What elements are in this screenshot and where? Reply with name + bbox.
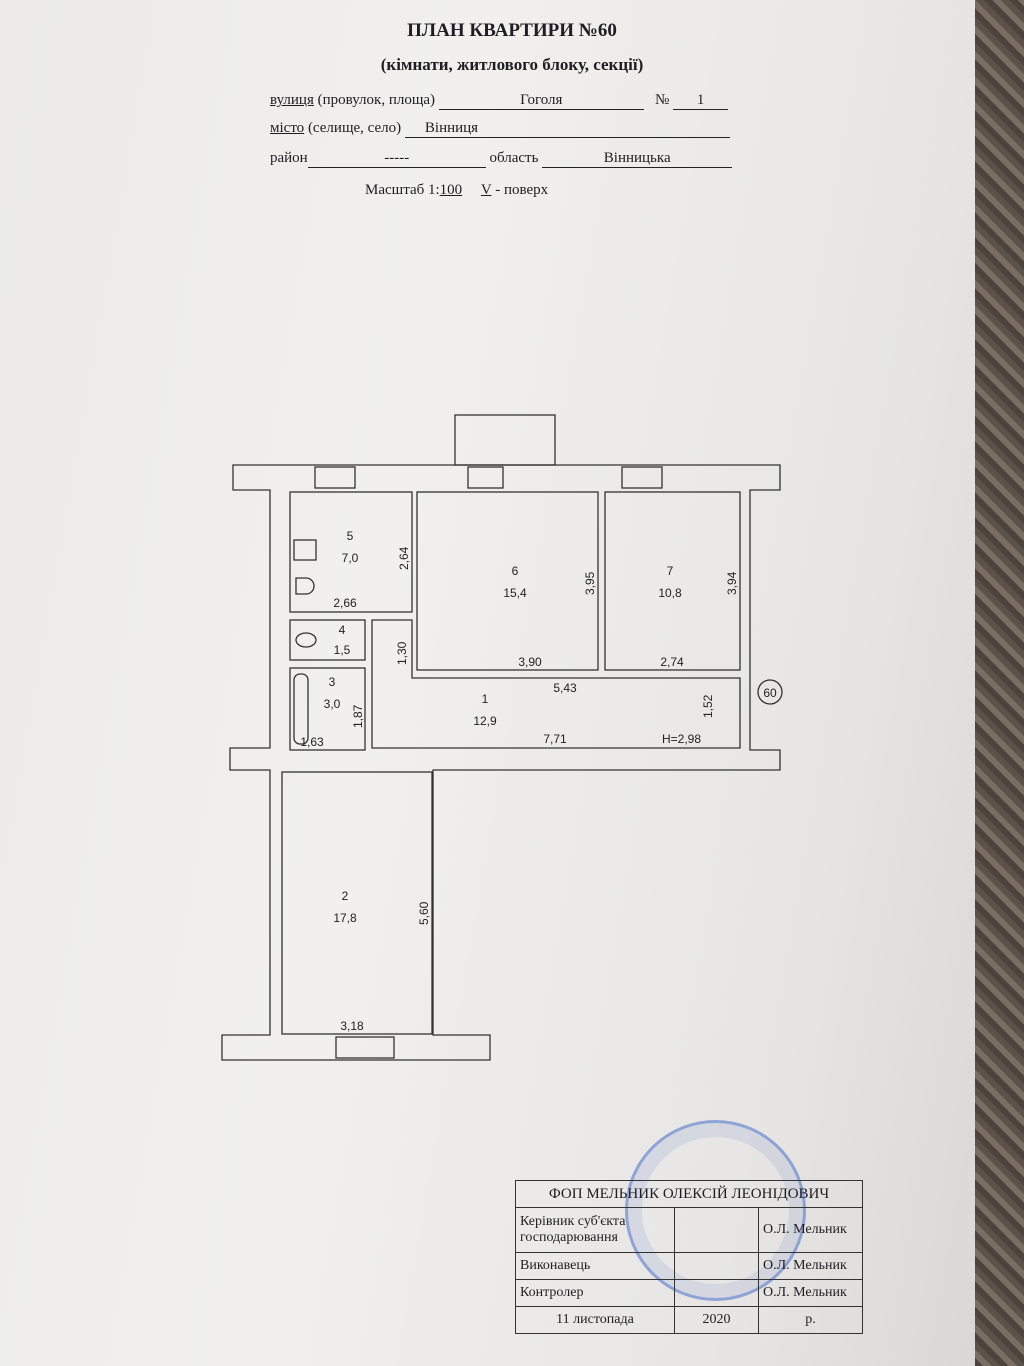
signature-cell	[674, 1279, 759, 1307]
room-area: 3,0	[324, 697, 341, 711]
apartment-marker-label: 60	[763, 686, 777, 700]
window	[335, 1036, 395, 1059]
document-paper	[0, 0, 975, 1366]
dimension: 1,87	[351, 704, 365, 728]
room-7	[604, 491, 741, 671]
room-number: 4	[339, 623, 346, 637]
bathtub-icon	[293, 673, 309, 745]
projection-box	[454, 414, 556, 466]
room-area: 17,8	[333, 911, 357, 925]
signature-table: ФОП МЕЛЬНИК ОЛЕКСІЙ ЛЕОНІДОВИЧ Керівник …	[515, 1180, 863, 1334]
city-row: місто (селище, село) Вінниця	[270, 120, 730, 138]
region-value: Вінницька	[542, 150, 733, 168]
room-number: 1	[482, 692, 489, 706]
stove-icon	[293, 539, 317, 561]
dimension: 5,43	[553, 681, 577, 695]
role-label: Керівник суб'єкта господарювання	[515, 1207, 675, 1253]
dimension: 2,74	[660, 655, 684, 669]
window	[467, 466, 504, 489]
floor-value: V	[480, 182, 492, 198]
room-area: 1,5	[334, 643, 351, 657]
dimension: 3,90	[518, 655, 542, 669]
room-4-toilet	[289, 619, 366, 661]
window	[314, 466, 356, 489]
background-fabric	[975, 0, 1024, 1366]
date-suffix: р.	[758, 1306, 863, 1334]
room-number: 7	[667, 564, 674, 578]
room-number: 5	[347, 529, 354, 543]
scale-value: 100	[439, 182, 463, 198]
dimension: 7,71	[543, 732, 567, 746]
room-number: 6	[512, 564, 519, 578]
dimension: 2,64	[397, 546, 411, 570]
date-year: 2020	[674, 1306, 759, 1334]
room-2	[281, 771, 433, 1035]
room-area: 12,9	[473, 714, 497, 728]
document-subtitle: (кімнати, житлового блоку, секції)	[380, 55, 644, 74]
room-area: 7,0	[342, 551, 359, 565]
date-day: 11 листопада	[515, 1306, 675, 1334]
region-label: область	[489, 150, 539, 166]
district-value: -----	[307, 150, 486, 168]
district-label: район	[270, 150, 308, 166]
floor-label: - поверх	[491, 182, 549, 198]
dimension: 3,18	[340, 1019, 364, 1033]
toilet-icon	[295, 632, 317, 648]
signer-name: О.Л. Мельник	[758, 1207, 863, 1253]
room-area: 10,8	[658, 586, 682, 600]
scale-row: Масштаб 1:100 V - поверх	[365, 182, 548, 199]
room-5-kitchen	[289, 491, 413, 613]
ceiling-height: H=2,98	[662, 732, 701, 746]
street-value: Гоголя	[438, 92, 644, 110]
dimension: 1,63	[300, 735, 324, 749]
document-title: ПЛАН КВАРТИРИ №60	[407, 20, 617, 41]
city-value: Вінниця	[404, 120, 730, 138]
room-6	[416, 491, 599, 671]
dimension: 5,60	[417, 901, 431, 925]
apartment-marker	[757, 679, 783, 705]
sink-icon	[295, 577, 315, 595]
dimension: 3,94	[725, 571, 739, 595]
dimension: 3,95	[583, 571, 597, 595]
room-number: 2	[342, 889, 349, 903]
signer-name: О.Л. Мельник	[758, 1279, 863, 1307]
role-label: Виконавець	[515, 1252, 675, 1280]
room-1-corridor	[371, 619, 741, 749]
window	[621, 466, 663, 489]
city-label: місто	[270, 120, 305, 136]
city-label-hint: (селище, село)	[304, 120, 402, 136]
outer-walls	[221, 464, 781, 1061]
number-label: №	[655, 92, 670, 108]
district-row: район----- область Вінницька	[270, 150, 733, 168]
signer-name: О.Л. Мельник	[758, 1252, 863, 1280]
scale-label: Масштаб 1:	[365, 182, 440, 198]
street-label: вулиця	[270, 92, 314, 108]
dimension: 1,30	[395, 641, 409, 665]
dimension: 1,52	[701, 694, 715, 718]
number-value: 1	[673, 92, 729, 110]
dimension: 2,66	[333, 596, 357, 610]
room-3-bathroom	[289, 667, 366, 751]
role-label: Контролер	[515, 1279, 675, 1307]
signature-cell	[674, 1207, 759, 1253]
room-number: 3	[329, 675, 336, 689]
signature-cell	[674, 1252, 759, 1280]
company-name: ФОП МЕЛЬНИК ОЛЕКСІЙ ЛЕОНІДОВИЧ	[515, 1180, 863, 1208]
street-row: вулиця (провулок, площа) Гоголя № 1	[270, 92, 729, 110]
street-label-hint: (провулок, площа)	[313, 92, 436, 108]
room-area: 15,4	[503, 586, 527, 600]
